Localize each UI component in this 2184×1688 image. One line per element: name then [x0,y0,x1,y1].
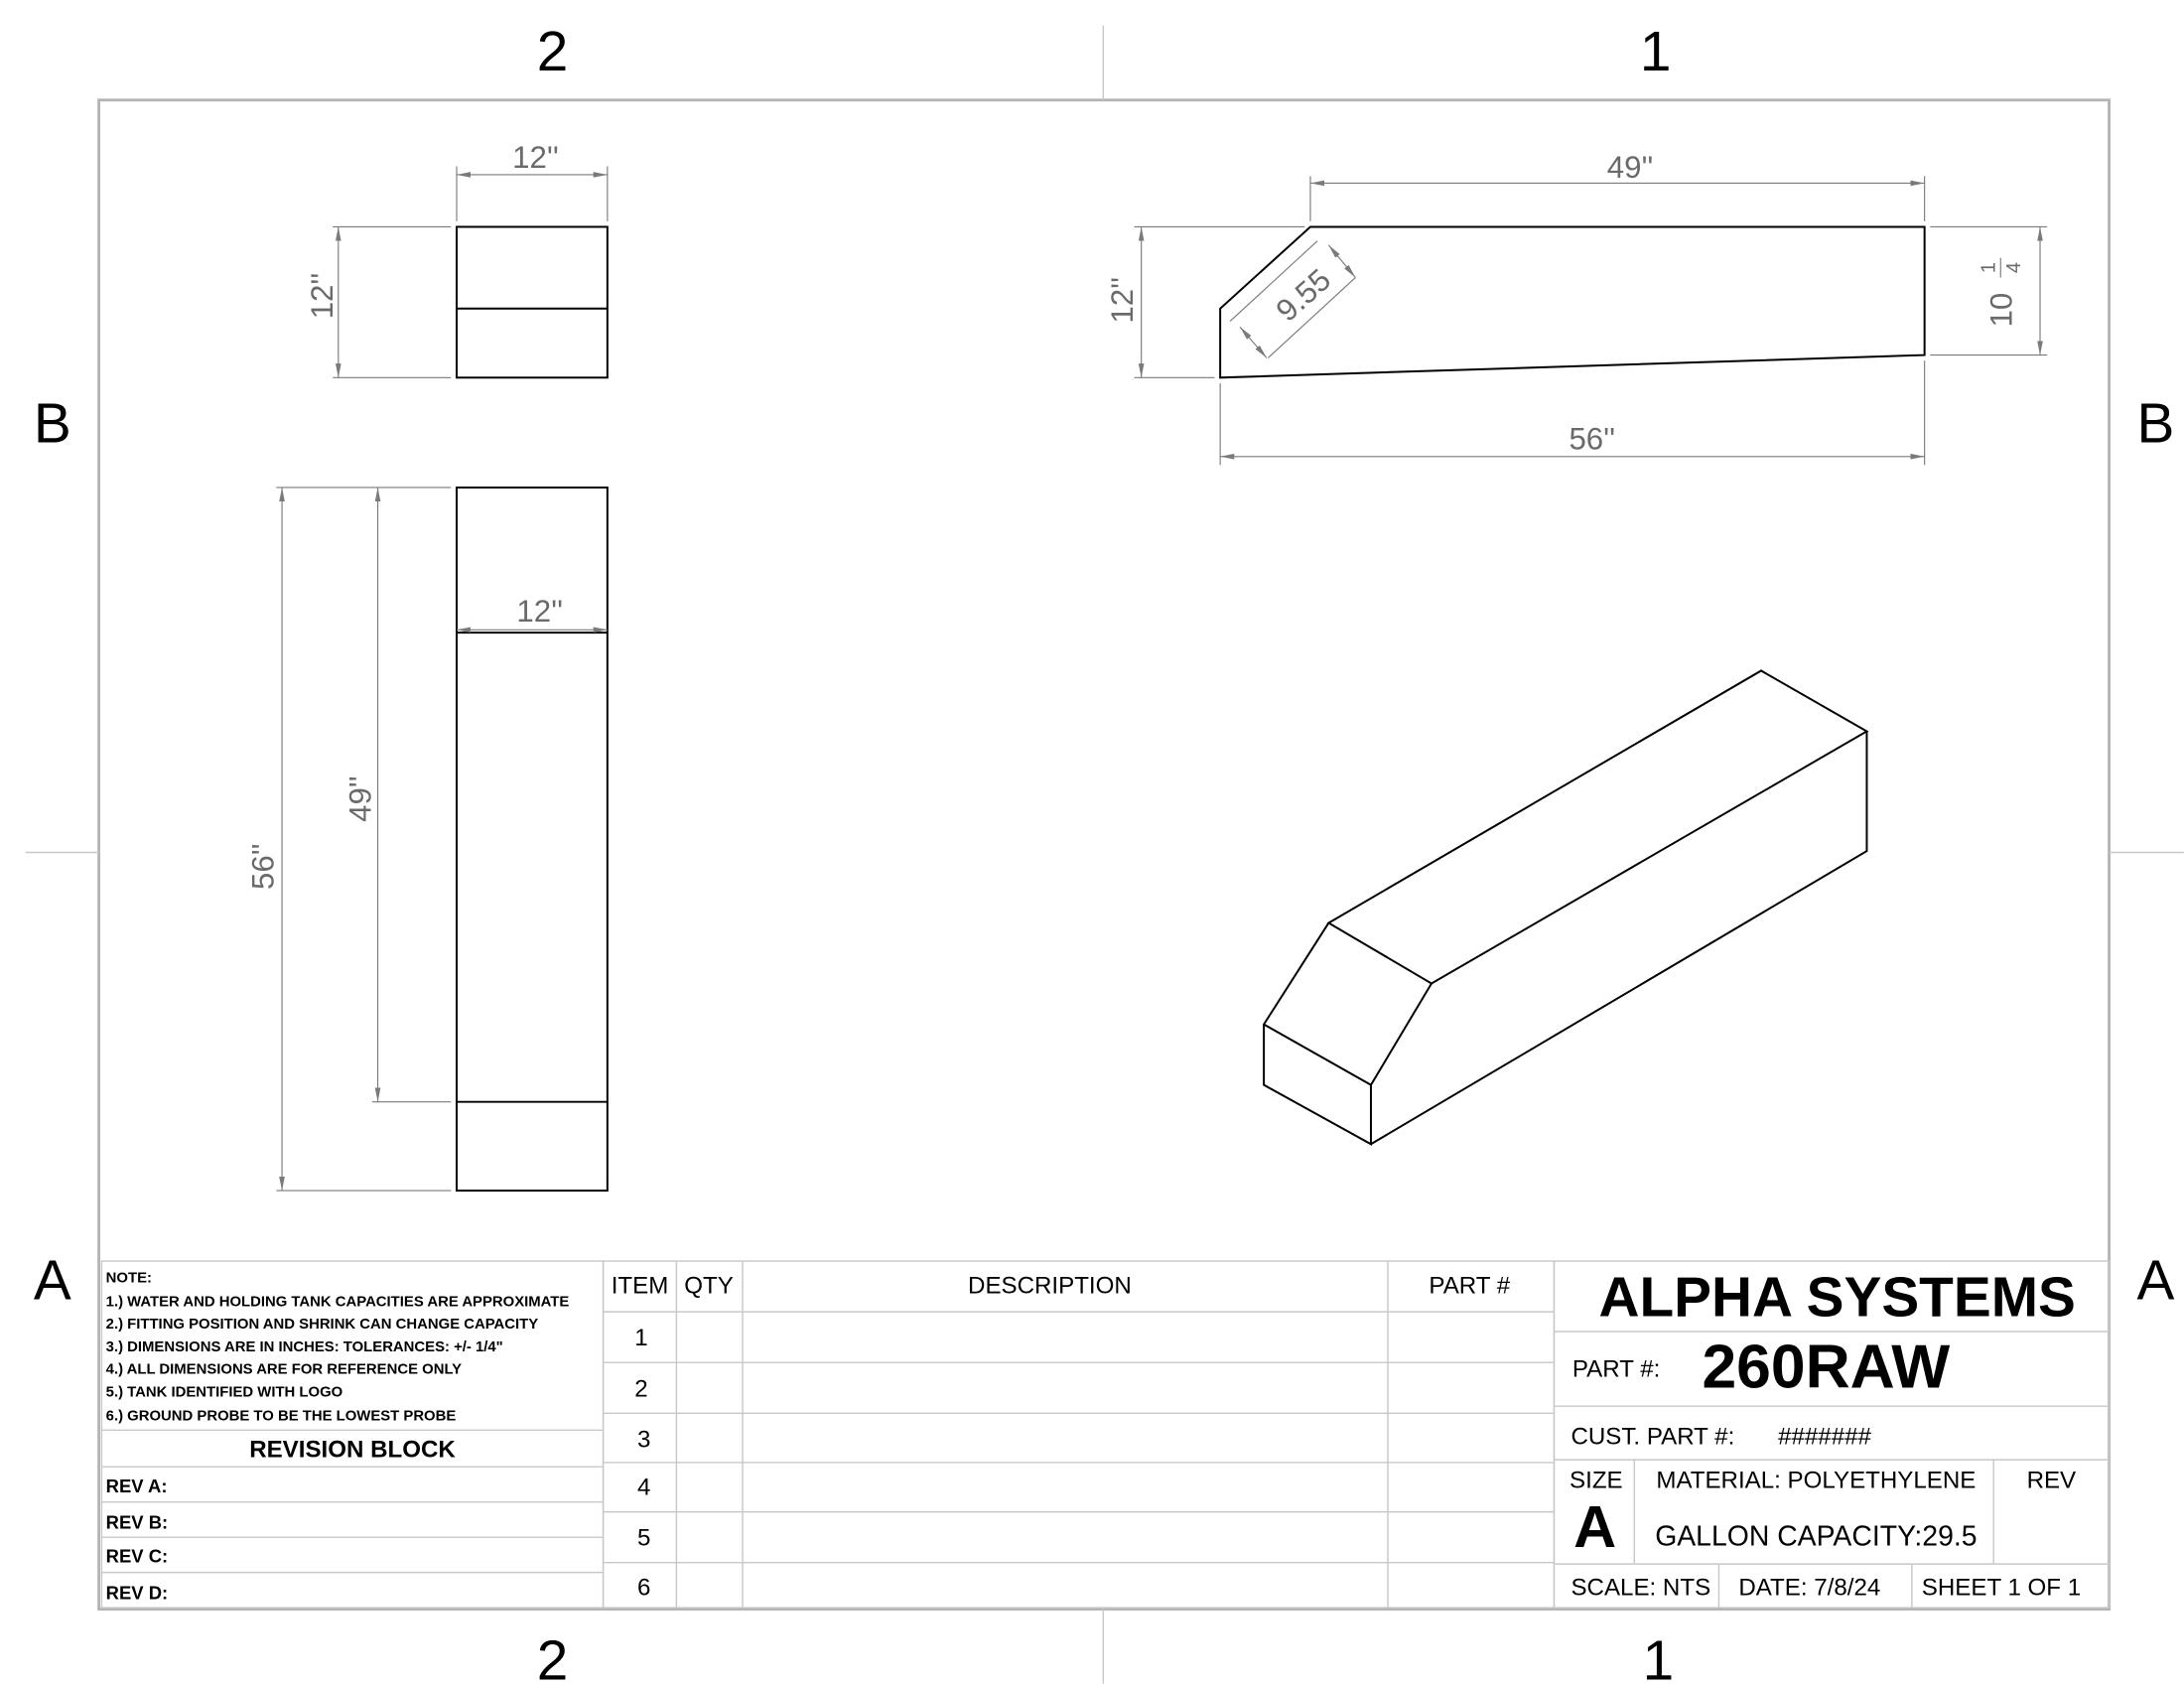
date: DATE: 7/8/24 [1738,1574,1880,1601]
bom-item-number: 1 [634,1325,647,1351]
isometric-view [1262,669,1869,1146]
note-item: 3.) DIMENSIONS ARE IN INCHES: TOLERANCES… [106,1339,503,1355]
dimension-top-length: 49'' [1607,150,1654,185]
revision-row: REV D: [106,1583,169,1604]
dimension-height: 12'' [1105,277,1140,324]
dimension-chamfer: 9.55 [1270,262,1338,329]
note-item: 1.) WATER AND HOLDING TANK CAPACITIES AR… [106,1294,570,1310]
part-number: 260RAW [1702,1333,1950,1402]
dimension-inner-length: 49'' [342,775,377,822]
top-view: 12'' 12'' [305,140,609,379]
zone-ticks [25,25,2184,1684]
zone-label: B [34,393,71,456]
svg-text:4: 4 [2003,262,2025,273]
sheet-number: SHEET 1 OF 1 [1922,1574,2081,1601]
revision-block-title: REVISION BLOCK [249,1436,456,1463]
company-name: ALPHA SYSTEMS [1599,1266,2076,1329]
material: MATERIAL: POLYETHYLENE [1656,1467,1976,1493]
bom-item-number: 4 [637,1475,650,1501]
note-item: 6.) GROUND PROBE TO BE THE LOWEST PROBE [106,1408,457,1424]
notes-block: NOTE: 1.) WATER AND HOLDING TANK CAPACIT… [100,1260,605,1609]
note-item: 2.) FITTING POSITION AND SHRINK CAN CHAN… [106,1317,539,1333]
zone-label: 2 [537,21,569,83]
zone-label: B [2136,393,2174,456]
bom-header-qty: QTY [684,1273,734,1300]
dimension-end-height: 10 1 4 [1979,257,2025,328]
bom-item-number: 5 [637,1525,650,1552]
side-view: 49'' 56'' 12'' 10 1 4 9.55 [1105,150,2048,466]
bom-header-part: PART # [1429,1273,1510,1300]
zone-label: 1 [1643,1629,1675,1688]
dimension-width: 12'' [512,140,559,175]
note-item: 4.) ALL DIMENSIONS ARE FOR REFERENCE ONL… [106,1362,462,1378]
zone-label: 2 [537,1629,569,1688]
bom-item-number: 3 [637,1426,650,1453]
zone-label: A [2136,1249,2174,1312]
zone-label: 1 [1640,21,1672,83]
size-label: SIZE [1570,1467,1623,1493]
bom-header-description: DESCRIPTION [968,1273,1132,1300]
part-number-label: PART #: [1572,1355,1660,1382]
title-block: ALPHA SYSTEMS PART #: 260RAW CUST. PART … [1553,1260,2111,1609]
zone-label: A [34,1249,71,1312]
svg-text:10: 10 [1984,293,2019,328]
note-item: 5.) TANK IDENTIFIED WITH LOGO [106,1384,343,1400]
front-view: 12'' 49'' 56'' [246,486,609,1193]
dimension-width: 12'' [516,594,563,629]
customer-part-number: ####### [1778,1424,1871,1451]
bom-header-item: ITEM [612,1273,669,1300]
bom-item-number: 2 [634,1375,647,1402]
svg-text:1: 1 [1979,262,2000,273]
bom-item-number: 6 [637,1574,650,1601]
revision-row: REV B: [106,1512,169,1533]
bill-of-materials: ITEM QTY DESCRIPTION PART # 1 2 3 4 5 6 [602,1260,1556,1609]
size-value: A [1573,1493,1616,1560]
gallon-capacity: GALLON CAPACITY:29.5 [1655,1521,1977,1553]
dimension-overall-length: 56'' [246,843,281,890]
revision-label: REV [2027,1467,2077,1493]
scale: SCALE: NTS [1570,1574,1710,1601]
svg-text:NOTE:: NOTE: [106,1270,152,1286]
revision-row: REV C: [106,1546,169,1567]
revision-row: REV A: [106,1476,168,1496]
dimension-height: 12'' [305,273,340,320]
dimension-bottom-length: 56'' [1569,422,1615,457]
customer-part-label: CUST. PART #: [1570,1424,1734,1451]
